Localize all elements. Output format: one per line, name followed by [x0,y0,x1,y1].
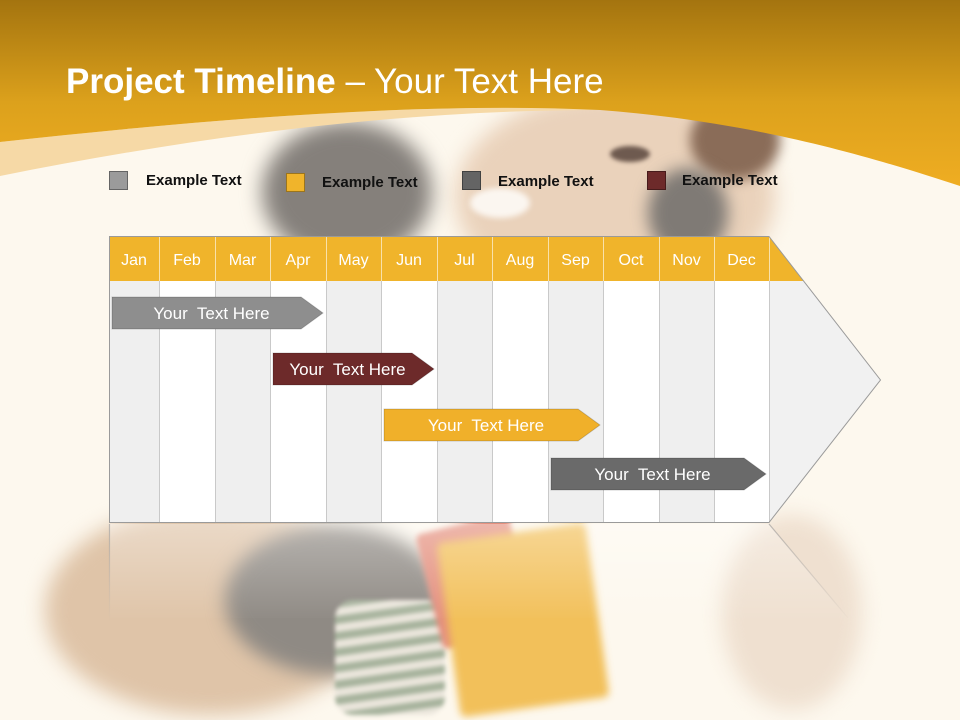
photo-eye [610,146,650,162]
reflection-fill [109,524,848,618]
slide-title-subtitle: – Your Text Here [345,62,604,101]
task-bar-label: Your Text Here [153,304,269,323]
month-column-may [326,281,381,522]
task-bar-arrow [550,457,767,491]
month-label: Nov [672,252,700,269]
task-bar: Your Text Here [550,457,767,491]
task-bar-arrow [272,352,435,386]
month-label: Dec [727,252,755,269]
month-label: Apr [286,252,312,269]
legend-label: Example Text [498,173,594,190]
task-bar-arrow [111,296,324,330]
month-label: Feb [173,252,201,269]
task-bar: Your Text Here [383,408,601,442]
month-label: May [338,252,368,269]
task-bars: Your Text Here Your Text Here Your Text … [111,296,767,491]
legend-item: Example Text [462,171,602,190]
month-label: Jan [121,252,147,269]
legend-item: Example Text [109,171,249,190]
timeline-header-bar [109,236,804,281]
task-bar-label: Your Text Here [594,465,710,484]
legend-label: Example Text [322,174,418,191]
month-label: Jun [396,252,422,269]
month-labels: Jan Feb Mar Apr May Jun Jul Aug Sep Oct … [121,252,756,269]
month-column-aug [492,281,548,522]
legend-swatch [462,171,481,190]
task-bar: Your Text Here [272,352,435,386]
legend-item: Example Text [647,171,787,190]
photo-shirt [335,600,445,715]
header-banner [0,0,960,186]
legend-label: Example Text [146,172,242,189]
month-label: Aug [506,252,534,269]
slide-title: Project Timeline – Your Text Here [66,62,604,102]
header-separators [159,236,770,281]
task-bar-arrow [383,408,601,442]
timeline-reflection [108,523,849,622]
legend-swatch [286,173,305,192]
month-column-jul [437,281,492,522]
month-label: Oct [619,252,644,269]
legend-swatch [109,171,128,190]
timeline-arrow-head [769,281,880,522]
banner-accent-wave [0,107,600,176]
task-bar-label: Your Text Here [428,416,544,435]
task-bar: Your Text Here [111,296,324,330]
month-column-jun [381,281,437,522]
legend-label: Example Text [682,172,778,189]
reflection-edge-tip [768,523,849,619]
task-bar-label: Your Text Here [289,360,405,379]
month-label: Sep [561,252,590,269]
month-label: Mar [229,252,257,269]
legend-item: Example Text [286,173,426,192]
legend-swatch [647,171,666,190]
photo-smile [470,188,530,218]
banner-wave [0,0,960,186]
timeline-outline [109,236,882,523]
slide-title-main: Project Timeline [66,62,336,101]
month-label: Jul [454,252,474,269]
column-separators [159,281,770,522]
